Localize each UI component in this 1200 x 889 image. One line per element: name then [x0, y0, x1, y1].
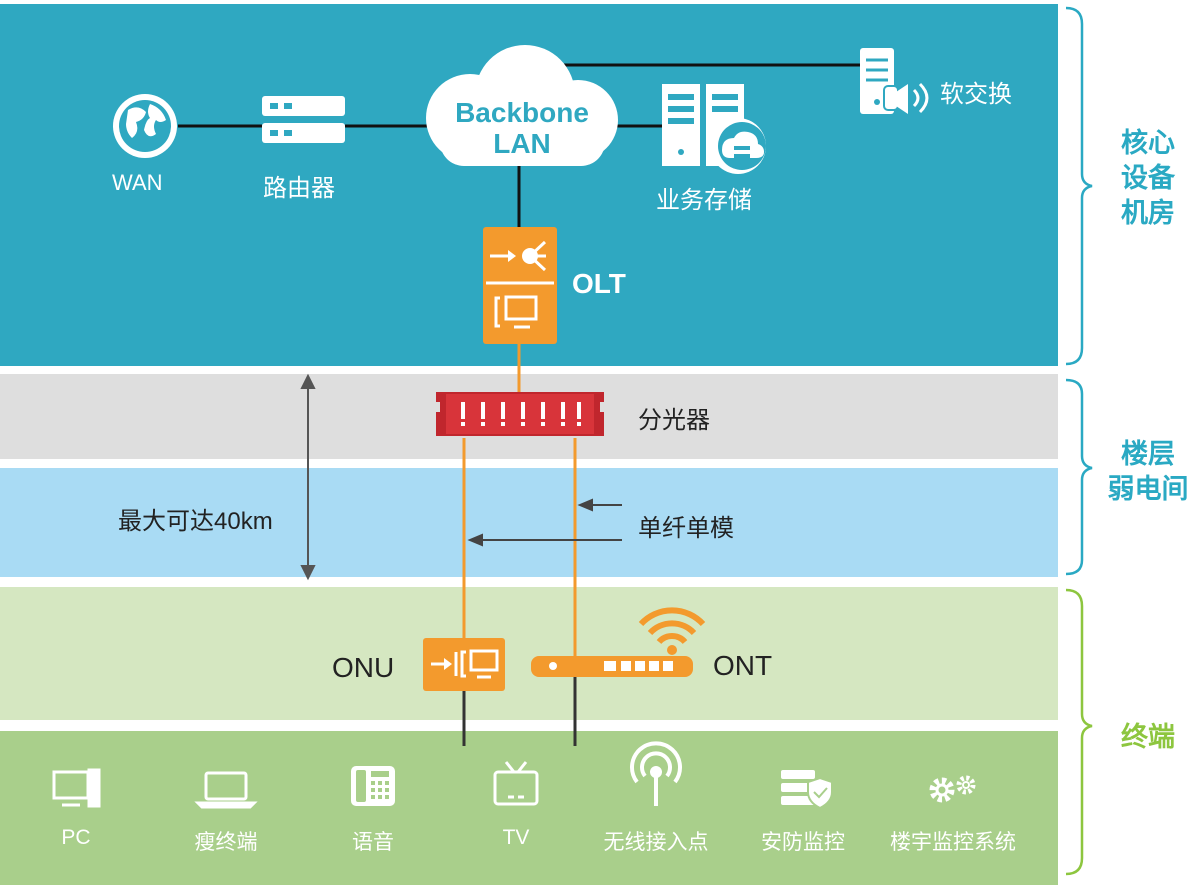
zone-label-core: 核心 设备 机房 [1108, 126, 1188, 231]
storage-label: 业务存储 [656, 187, 752, 214]
distance-label: 最大可达40km [118, 508, 273, 535]
softswitch-icon [860, 48, 929, 114]
router-icon [262, 96, 345, 143]
wireless-ap-icon [630, 741, 682, 806]
backbone-label-line2: LAN [493, 128, 551, 159]
zone-label-core-line3: 机房 [1121, 198, 1175, 228]
onu-label: ONU [332, 652, 395, 683]
fiber-arrows [467, 498, 622, 547]
storage-server-icon [662, 84, 766, 174]
terminal-label-voice: 语音 [352, 831, 394, 854]
globe-icon [113, 94, 177, 158]
terminal-label-pc: PC [61, 826, 91, 849]
terminal-zone [0, 731, 1058, 885]
pc-icon [52, 768, 101, 808]
terminal-label-tv: TV [502, 826, 530, 849]
zone-label-floor: 楼层 弱电间 [1098, 437, 1198, 507]
cloud-icon [426, 45, 618, 166]
access-zone [0, 587, 1058, 720]
fiber-label: 单纤单模 [638, 515, 734, 542]
terminal-label-wireless-ap: 无线接入点 [603, 831, 709, 854]
backbone-label-line1: Backbone [455, 97, 589, 128]
security-server-icon [781, 770, 833, 810]
olt-label: OLT [572, 268, 626, 299]
gears-icon [929, 775, 976, 803]
backbone-label: Backbone LAN [438, 97, 606, 159]
zone-label-core-line2: 设备 [1121, 163, 1175, 193]
ont-label: ONT [713, 650, 773, 681]
softswitch-label: 软交换 [940, 81, 1012, 108]
wan-label: WAN [112, 170, 163, 195]
zone-label-terminal: 终端 [1121, 722, 1175, 752]
zone-label-core-line1: 核心 [1121, 128, 1175, 158]
terminal-bracket [1065, 588, 1093, 876]
splitter-device-icon [436, 392, 604, 436]
fiber-zone [0, 468, 1058, 577]
zone-label-floor-line2: 弱电间 [1107, 474, 1189, 504]
olt-device-icon [483, 227, 557, 344]
terminal-label-building-monitor: 楼宇监控系统 [890, 831, 1016, 854]
zone-label-floor-line1: 楼层 [1121, 439, 1175, 469]
terminal-label-thin-client: 瘦终端 [194, 831, 258, 854]
splitter-label: 分光器 [638, 407, 710, 434]
ont-device-icon [531, 607, 706, 677]
laptop-icon [194, 771, 258, 809]
distance-arrow [300, 373, 316, 581]
phone-icon [351, 766, 395, 806]
onu-device-icon [423, 638, 505, 691]
terminal-label-security: 安防监控 [761, 831, 845, 854]
zone-brackets [1065, 6, 1093, 576]
router-label: 路由器 [263, 175, 335, 202]
tv-icon [493, 761, 539, 806]
